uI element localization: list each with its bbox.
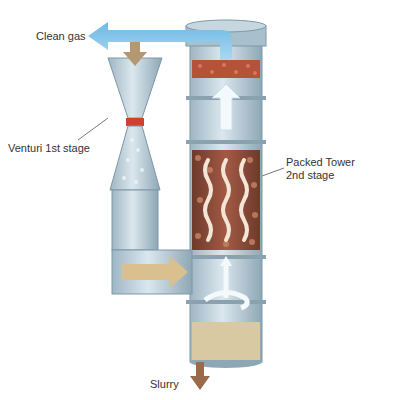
clean-gas-arrow	[88, 22, 232, 60]
part-label: Packed Tower 2nd stage	[286, 156, 366, 182]
part-label: Clean gas	[36, 30, 86, 43]
swirl-arrow-head	[220, 256, 232, 266]
swirl-arrow	[205, 262, 247, 308]
venturi-vessel	[112, 190, 158, 250]
gas-flow-arrow	[212, 84, 240, 130]
packed-bed	[192, 150, 260, 250]
gas-wave-arrows	[205, 160, 247, 240]
venturi-throat	[126, 118, 144, 126]
leader-line	[262, 168, 284, 176]
packing-texture	[195, 155, 258, 247]
venturi-spray	[122, 138, 144, 184]
part-label: Venturi 1st stage	[8, 142, 90, 155]
venturi-diverging	[110, 126, 160, 190]
venturi-converging	[108, 58, 162, 118]
demister-texture	[198, 63, 257, 75]
sump-liquid	[192, 322, 260, 360]
demister-pad	[192, 60, 260, 78]
flange	[186, 140, 266, 144]
duct-flow-arrow	[122, 256, 188, 288]
part-label: Slurry	[150, 378, 179, 391]
slurry-arrow	[190, 362, 210, 390]
tower-shell	[190, 44, 262, 362]
connecting-duct	[112, 250, 192, 294]
leader-line	[78, 118, 108, 140]
flange	[186, 300, 266, 304]
